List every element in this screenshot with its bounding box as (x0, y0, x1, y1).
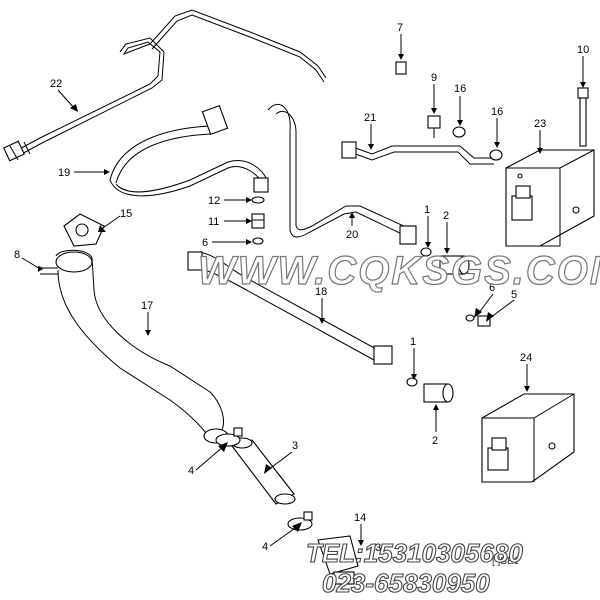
part-9-bolt (427, 115, 441, 138)
callout-21: 21 (364, 112, 376, 124)
part-1-washer-lower (406, 377, 418, 387)
callout-1-lower: 1 (410, 336, 416, 348)
part-6-washer (252, 237, 264, 245)
callout-2-lower: 2 (432, 435, 438, 447)
part-2-fitting (439, 255, 470, 275)
callout-7: 7 (397, 22, 403, 34)
part-22-tube (3, 9, 327, 162)
part-16-washer (452, 126, 503, 161)
part-14-elbow (317, 535, 359, 575)
callout-13: 13 (369, 542, 381, 554)
callout-22: 22 (50, 78, 62, 90)
part-8-bolt (40, 267, 58, 275)
callout-20: 20 (346, 229, 358, 241)
part-20-tube (267, 103, 417, 245)
part-2-fitting-lower (423, 383, 454, 403)
callout-18: 18 (315, 286, 327, 298)
part-10-bolt (577, 87, 589, 147)
callout-14: 14 (354, 512, 366, 524)
callout-3: 3 (292, 440, 298, 452)
callout-6-left: 6 (202, 237, 208, 249)
callout-5: 5 (511, 289, 517, 301)
part-24-block (481, 393, 575, 483)
watermark-site: WWW.CQKSGS.COM (198, 249, 600, 293)
part-4-clamp-lower (287, 511, 313, 531)
callout-23: 23 (534, 118, 546, 130)
callout-24: 24 (520, 352, 532, 364)
callout-16-left: 16 (454, 83, 466, 95)
callout-9: 9 (431, 72, 437, 84)
callout-11: 11 (208, 216, 219, 228)
part-15-flange (63, 213, 105, 247)
callout-6-right: 6 (489, 282, 495, 294)
callout-19: 19 (58, 167, 70, 179)
watermark-phone-2: 023-65830950 (322, 568, 490, 598)
callout-4-lower: 4 (262, 541, 268, 553)
part-12-seal (251, 196, 265, 204)
part-18-tube (187, 251, 393, 365)
part-11-fitting (251, 213, 265, 229)
part-4-clamp-upper (215, 427, 243, 447)
part-3-hose-sleeve (231, 437, 296, 505)
part-7-plug (395, 61, 407, 75)
part-1-washer (420, 247, 432, 257)
callout-2-upper: 2 (443, 210, 449, 222)
callout-1-upper: 1 (424, 204, 430, 216)
callout-12: 12 (208, 195, 220, 207)
leader-arrows (21, 34, 586, 547)
watermark-phone-1: TEL:15310305680 (306, 538, 523, 568)
callout-17: 17 (141, 300, 153, 312)
part-5-plug (477, 315, 491, 327)
callout-15: 15 (120, 208, 132, 220)
callout-labels: 7 10 9 16 16 21 23 22 19 12 11 6 15 8 1 … (14, 22, 589, 554)
callout-16-right: 16 (491, 106, 503, 118)
part-19-hose (109, 104, 269, 197)
callout-10: 10 (577, 44, 589, 56)
callout-4-upper: 4 (188, 465, 194, 477)
drawing-stamp: [ ]BE1 (492, 556, 520, 567)
callout-8: 8 (14, 249, 20, 261)
part-13-fitting (333, 571, 355, 585)
part-6-washer-right (465, 314, 475, 322)
part-23-block (505, 149, 595, 247)
part-21-tube (341, 141, 494, 165)
